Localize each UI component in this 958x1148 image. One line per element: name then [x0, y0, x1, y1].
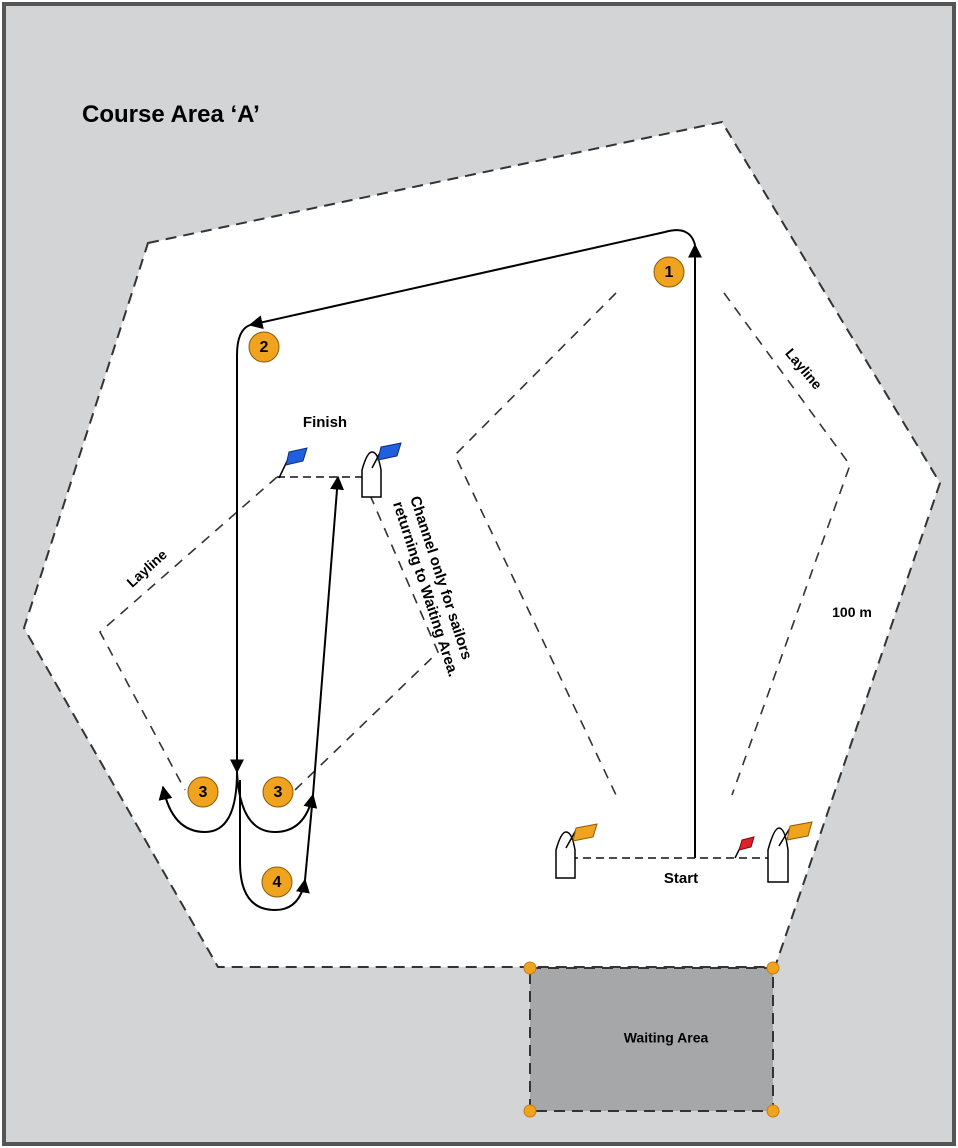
waiting-area-corner [523, 1104, 537, 1118]
finish-pin-flag-icon [278, 447, 308, 479]
mark-3-left-rounding [158, 771, 238, 834]
mark-3-left-buoy [187, 776, 219, 808]
mark-3-right: 3 [262, 776, 294, 808]
waiting-area [529, 967, 774, 1112]
mark-4-buoy [261, 866, 293, 898]
mark-3-right-buoy [262, 776, 294, 808]
waiting-area-label: Waiting Area [624, 1030, 709, 1046]
mark-2-buoy [248, 331, 280, 363]
waiting-area-corner [523, 961, 537, 975]
mark-4-label: 4 [273, 874, 282, 891]
finish-boat-icon [361, 442, 402, 498]
layline-left [98, 476, 278, 791]
page-title: Course Area ‘A’ [82, 101, 260, 128]
mark-1-buoy [653, 256, 685, 288]
mark-1-label: 1 [665, 264, 674, 281]
mark-4: 4 [261, 866, 293, 898]
start-red-flag-icon [734, 836, 755, 859]
waiting-area-corner [766, 1104, 780, 1118]
mark-1-to-mark-2 [248, 229, 696, 330]
start-pin-boat-icon [555, 823, 598, 879]
start-committee-boat-icon [767, 821, 813, 883]
finish-label: Finish [303, 414, 347, 431]
layline-inner-right [454, 292, 617, 796]
laylines [98, 292, 851, 796]
mark-2: 2 [248, 331, 280, 363]
mark-3-left: 3 [187, 776, 219, 808]
gate-to-mark-4 [239, 780, 310, 912]
channel-line [294, 494, 439, 791]
mark-2-to-mark-3 [230, 324, 251, 774]
mark-2-label: 2 [260, 339, 269, 356]
mark-4-to-finish [304, 794, 314, 881]
mark-3-left-label: 3 [199, 784, 208, 801]
mark-3-right-label: 3 [274, 784, 283, 801]
distance-label: 100 m [832, 604, 872, 620]
waiting-area-corner [766, 961, 780, 975]
mark-3-to-finish [312, 475, 344, 796]
mark-1: 1 [653, 256, 685, 288]
course-path [158, 229, 702, 912]
start-label: Start [664, 870, 698, 887]
